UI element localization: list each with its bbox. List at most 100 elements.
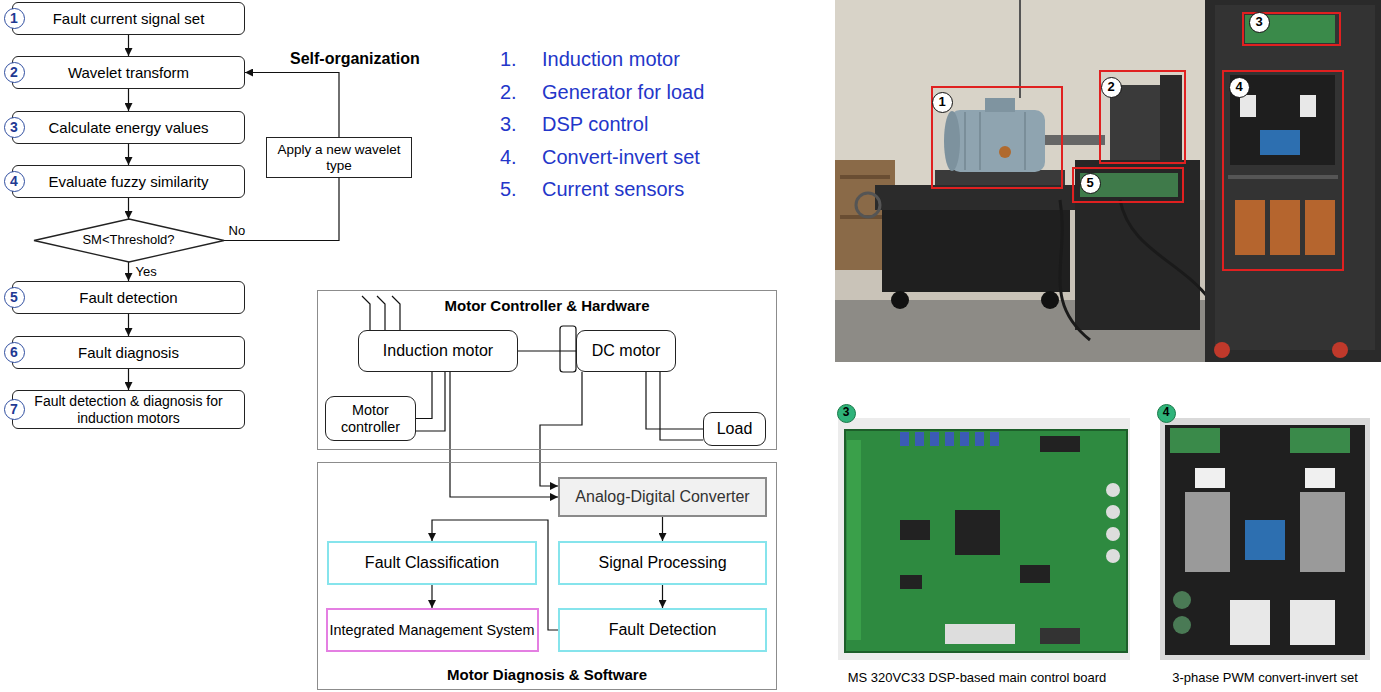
node-text: Load [717, 420, 753, 438]
step-number: 2 [4, 62, 25, 83]
callout-frame [932, 13, 1343, 270]
node-text: Fault diagnosis [78, 344, 179, 361]
photo-caption: MS 320VC33 DSP-based main control board [848, 671, 1107, 686]
node-text: Fault current signal set [53, 10, 205, 27]
software-box: Signal Processing [558, 541, 767, 585]
converter-box: Analog-Digital Converter [558, 477, 767, 517]
lab-photo-part [882, 210, 1070, 292]
shaft-coupling-part [560, 326, 576, 372]
converter-photo [1160, 418, 1370, 660]
node-text: Fault Classification [365, 554, 499, 572]
lab-photo-part [1041, 291, 1059, 309]
diamond-outline [34, 219, 224, 262]
dsp-board-photo-part [960, 432, 969, 446]
dsp-board-photo-part [847, 440, 861, 640]
lab-photo-part [1019, 0, 1021, 98]
edge-label: No [227, 224, 248, 239]
dsp-board-photo-part [1040, 628, 1080, 644]
dsp-board-photo-part [1106, 527, 1120, 541]
dsp-board-photo-part [900, 432, 909, 446]
connector [540, 372, 582, 486]
list-item: Induction motor [542, 48, 680, 71]
dsp-board-photo-part [975, 432, 984, 446]
callout-frame-part [1223, 71, 1343, 270]
lab-photo-part [1235, 200, 1265, 255]
lab-photo-part [1332, 342, 1348, 358]
lab-photo-part [964, 112, 966, 170]
process-box: Fault current signal set [12, 2, 245, 35]
dsp-board-photo-part [1106, 505, 1120, 519]
converter-photo-part [1230, 600, 1270, 645]
dsp-board-photo-part [1040, 436, 1080, 452]
dsp-board-photo-part [945, 432, 954, 446]
node-text: Fault Detection [609, 621, 717, 639]
callout-number: 3 [837, 404, 856, 423]
list-number: 1. [500, 48, 517, 71]
group-title: Motor Diagnosis & Software [318, 666, 776, 683]
node-text: Evaluate fuzzy similarity [48, 173, 208, 190]
lab-photo-part [835, 0, 1381, 362]
converter-photo-part [1305, 468, 1335, 488]
dsp-board-photo-part [990, 432, 999, 446]
lab-photo-part [1160, 75, 1182, 165]
dsp-board-photo [838, 418, 1130, 660]
node-text: Fault detection [79, 289, 177, 306]
edge-label: Self-organization [288, 50, 422, 68]
converter-photo-part [1160, 418, 1370, 660]
connector [646, 372, 703, 429]
list-item: Current sensors [542, 178, 684, 201]
process-box: Fault diagnosis [12, 336, 245, 369]
node-text: DC motor [592, 342, 660, 360]
callout-number: 3 [1249, 12, 1270, 33]
node-text: Wavelet transform [68, 64, 189, 81]
connector [416, 372, 432, 419]
dsp-board-photo-part [945, 624, 1015, 644]
converter-photo-part [1165, 425, 1365, 655]
converter-photo-part [1173, 591, 1191, 609]
callout-number: 2 [1101, 77, 1122, 98]
connector [431, 585, 432, 608]
wire-part [660, 372, 703, 440]
lab-photo-part [944, 111, 960, 171]
converter-photo-part [1195, 468, 1225, 488]
dsp-board-photo-part [838, 418, 1130, 660]
converter-photo-part [1290, 428, 1350, 453]
node-text: Calculate energy values [48, 119, 208, 136]
node-text: Analog-Digital Converter [575, 488, 749, 506]
node-text: Apply a new wavelet type [267, 142, 411, 173]
process-box: Apply a new wavelet type [266, 137, 412, 178]
lab-photo-part [1215, 5, 1375, 350]
lab-photo-part [999, 146, 1011, 158]
lab-photo-part [1045, 135, 1105, 145]
lab-photo-part [1240, 95, 1256, 117]
wire-part [377, 296, 385, 330]
node-text: Induction motor [383, 342, 493, 360]
lab-photo-part [1075, 160, 1200, 330]
callout-frame-part [932, 87, 1062, 188]
decision-diamond: SM<Threshold? [34, 219, 224, 262]
callout-number: 4 [1157, 404, 1176, 423]
list-item: Generator for load [542, 81, 704, 104]
wire-part [362, 296, 370, 330]
lab-photo-part [979, 112, 981, 170]
connector [662, 585, 663, 608]
callout-number: 4 [1229, 77, 1250, 98]
software-box: Fault Classification [327, 541, 537, 585]
wire-part [392, 296, 400, 330]
software-box: Fault Detection [558, 608, 767, 652]
lab-photo-part [1228, 175, 1338, 179]
dsp-board-photo-part [1106, 483, 1120, 497]
step-number: 6 [4, 342, 25, 363]
connector [128, 198, 129, 219]
hardware-box: Load [703, 412, 766, 446]
process-box: Wavelet transform [12, 56, 245, 89]
lab-photo-part [840, 175, 890, 179]
converter-photo-part [1170, 428, 1220, 453]
lab-photo-part [985, 98, 1015, 112]
list-number: 5. [500, 178, 517, 201]
dsp-board-photo-part [900, 575, 922, 589]
list-number: 3. [500, 113, 517, 136]
connector [128, 369, 129, 390]
hardware-box: Induction motor [358, 330, 518, 372]
connector [518, 350, 576, 351]
